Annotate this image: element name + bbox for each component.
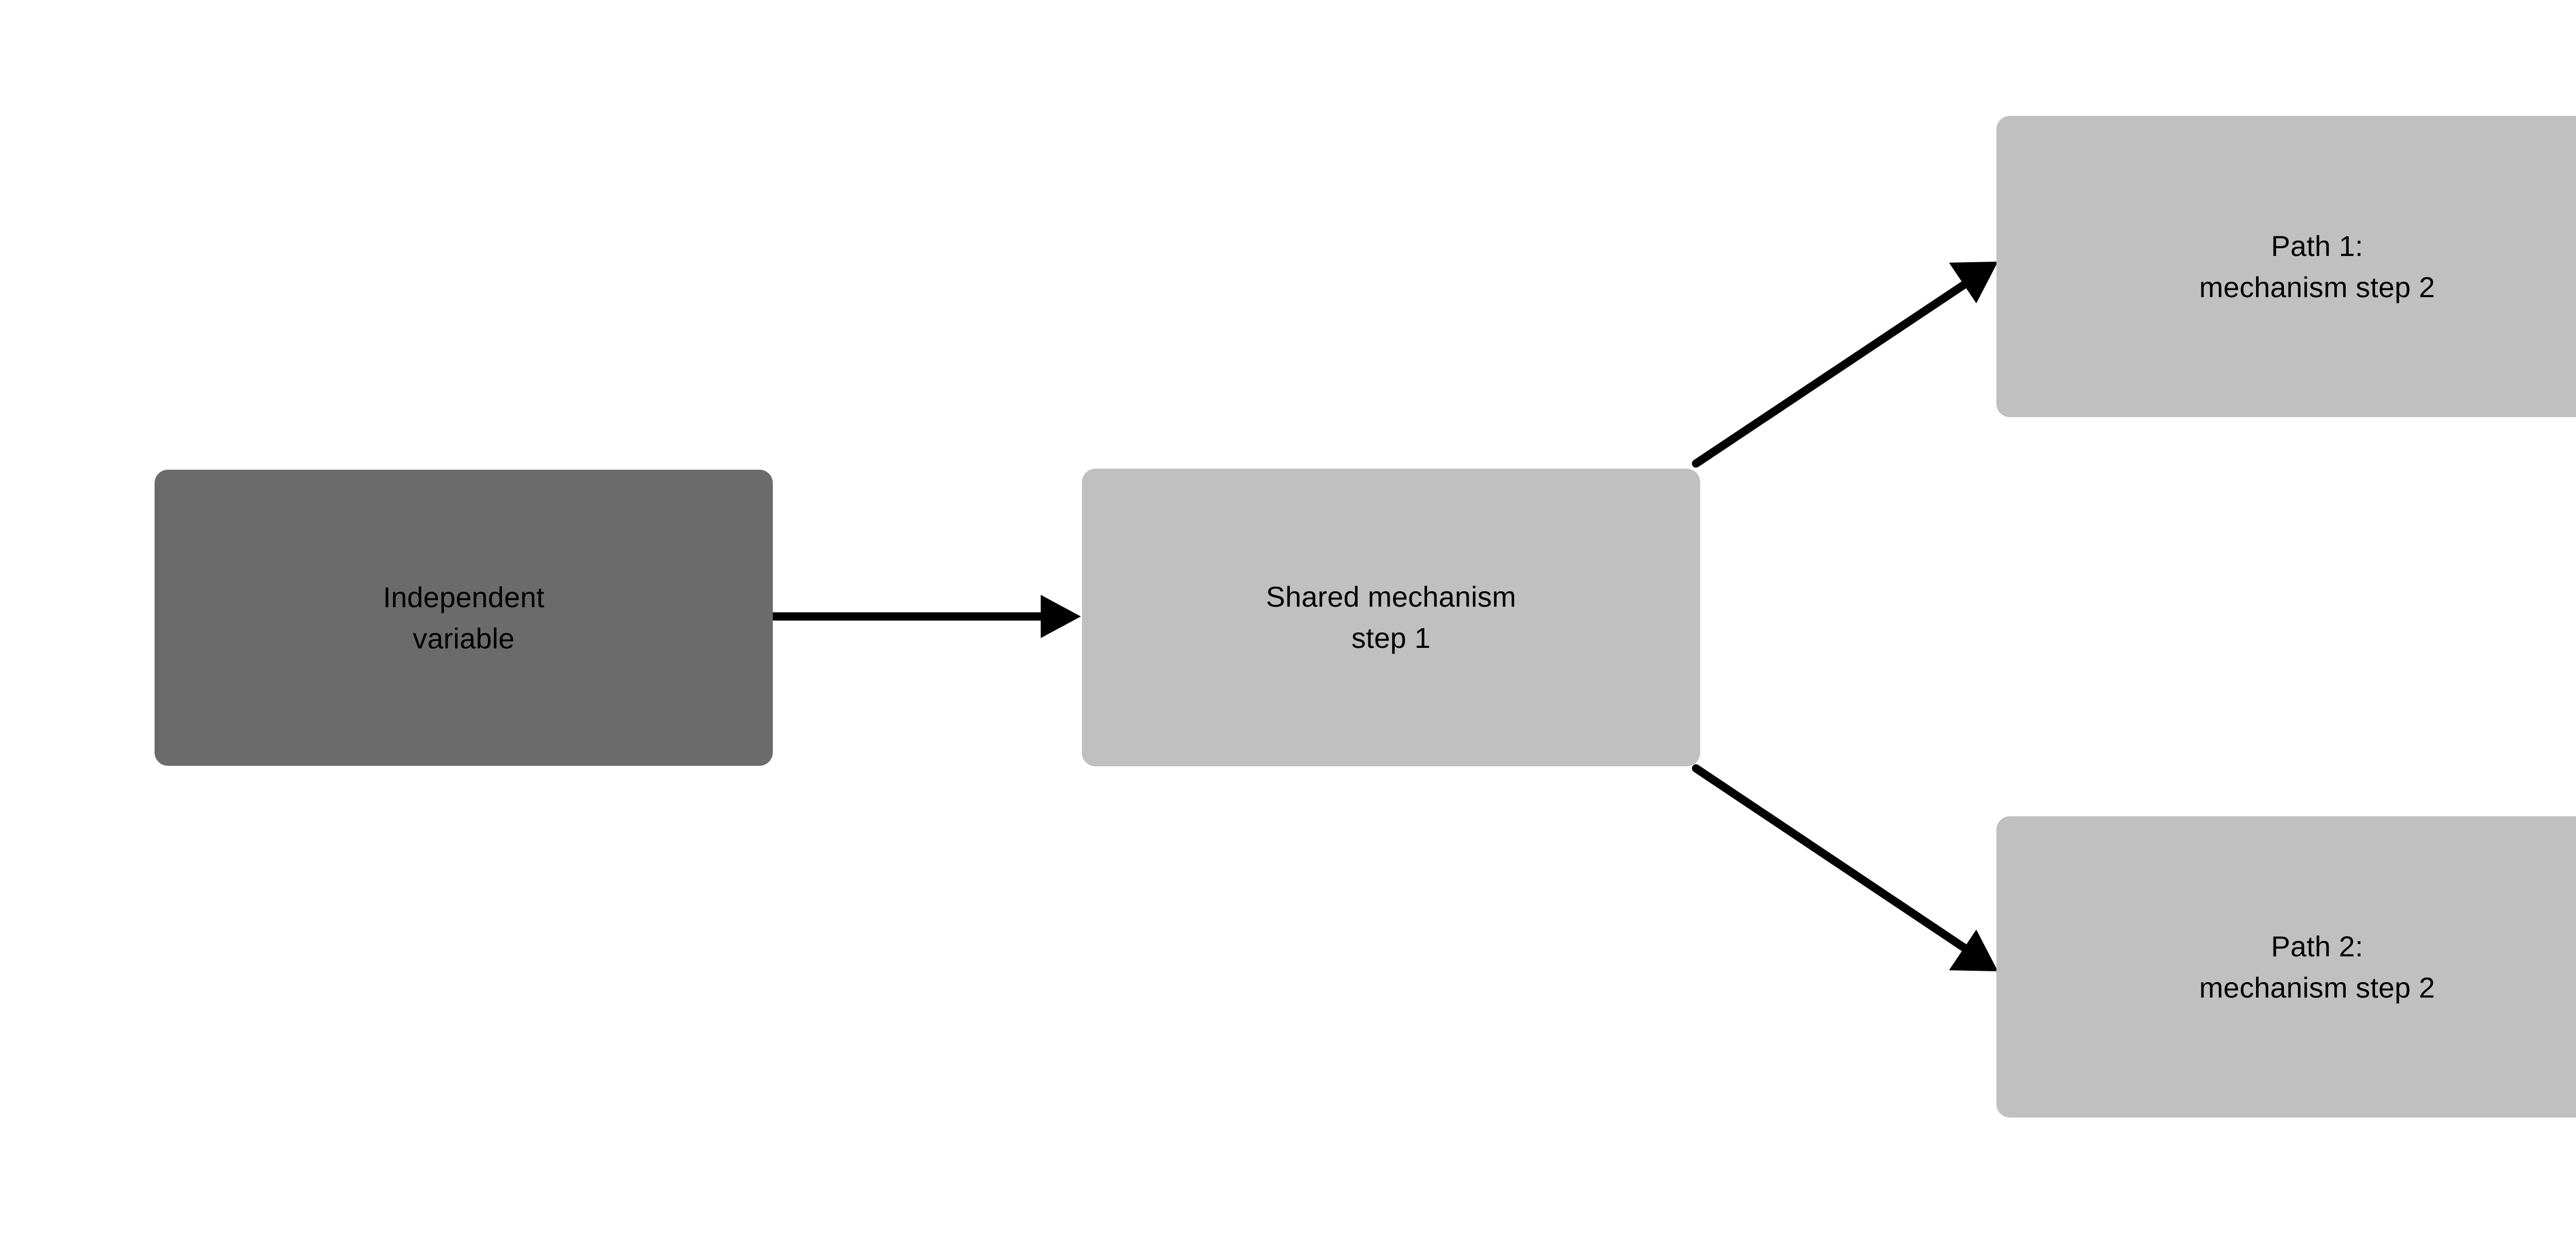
edge-shared-to-path2 xyxy=(1692,764,1998,971)
node-independent-variable[interactable]: Independent variable xyxy=(155,470,773,766)
edge-independent-to-shared xyxy=(769,595,1081,638)
edge-shared-to-path1 xyxy=(1692,262,1998,468)
node-independent-variable-label: Independent variable xyxy=(383,580,545,655)
node-path-1-mechanism-step-2-label: Path 1: mechanism step 2 xyxy=(2199,229,2435,303)
node-shared-mechanism-step-1[interactable]: Shared mechanism step 1 xyxy=(1082,469,1700,766)
node-path-1-mechanism-step-2[interactable]: Path 1: mechanism step 2 xyxy=(1996,116,2576,417)
node-path-2-mechanism-step-2-label: Path 2: mechanism step 2 xyxy=(2199,930,2435,1004)
arrowhead-icon xyxy=(1949,262,1998,303)
node-shared-mechanism-step-1-label: Shared mechanism step 1 xyxy=(1266,580,1516,654)
arrowhead-icon xyxy=(1949,930,1998,971)
arrowhead-icon xyxy=(1041,595,1081,638)
node-path-2-mechanism-step-2[interactable]: Path 2: mechanism step 2 xyxy=(1996,816,2576,1118)
